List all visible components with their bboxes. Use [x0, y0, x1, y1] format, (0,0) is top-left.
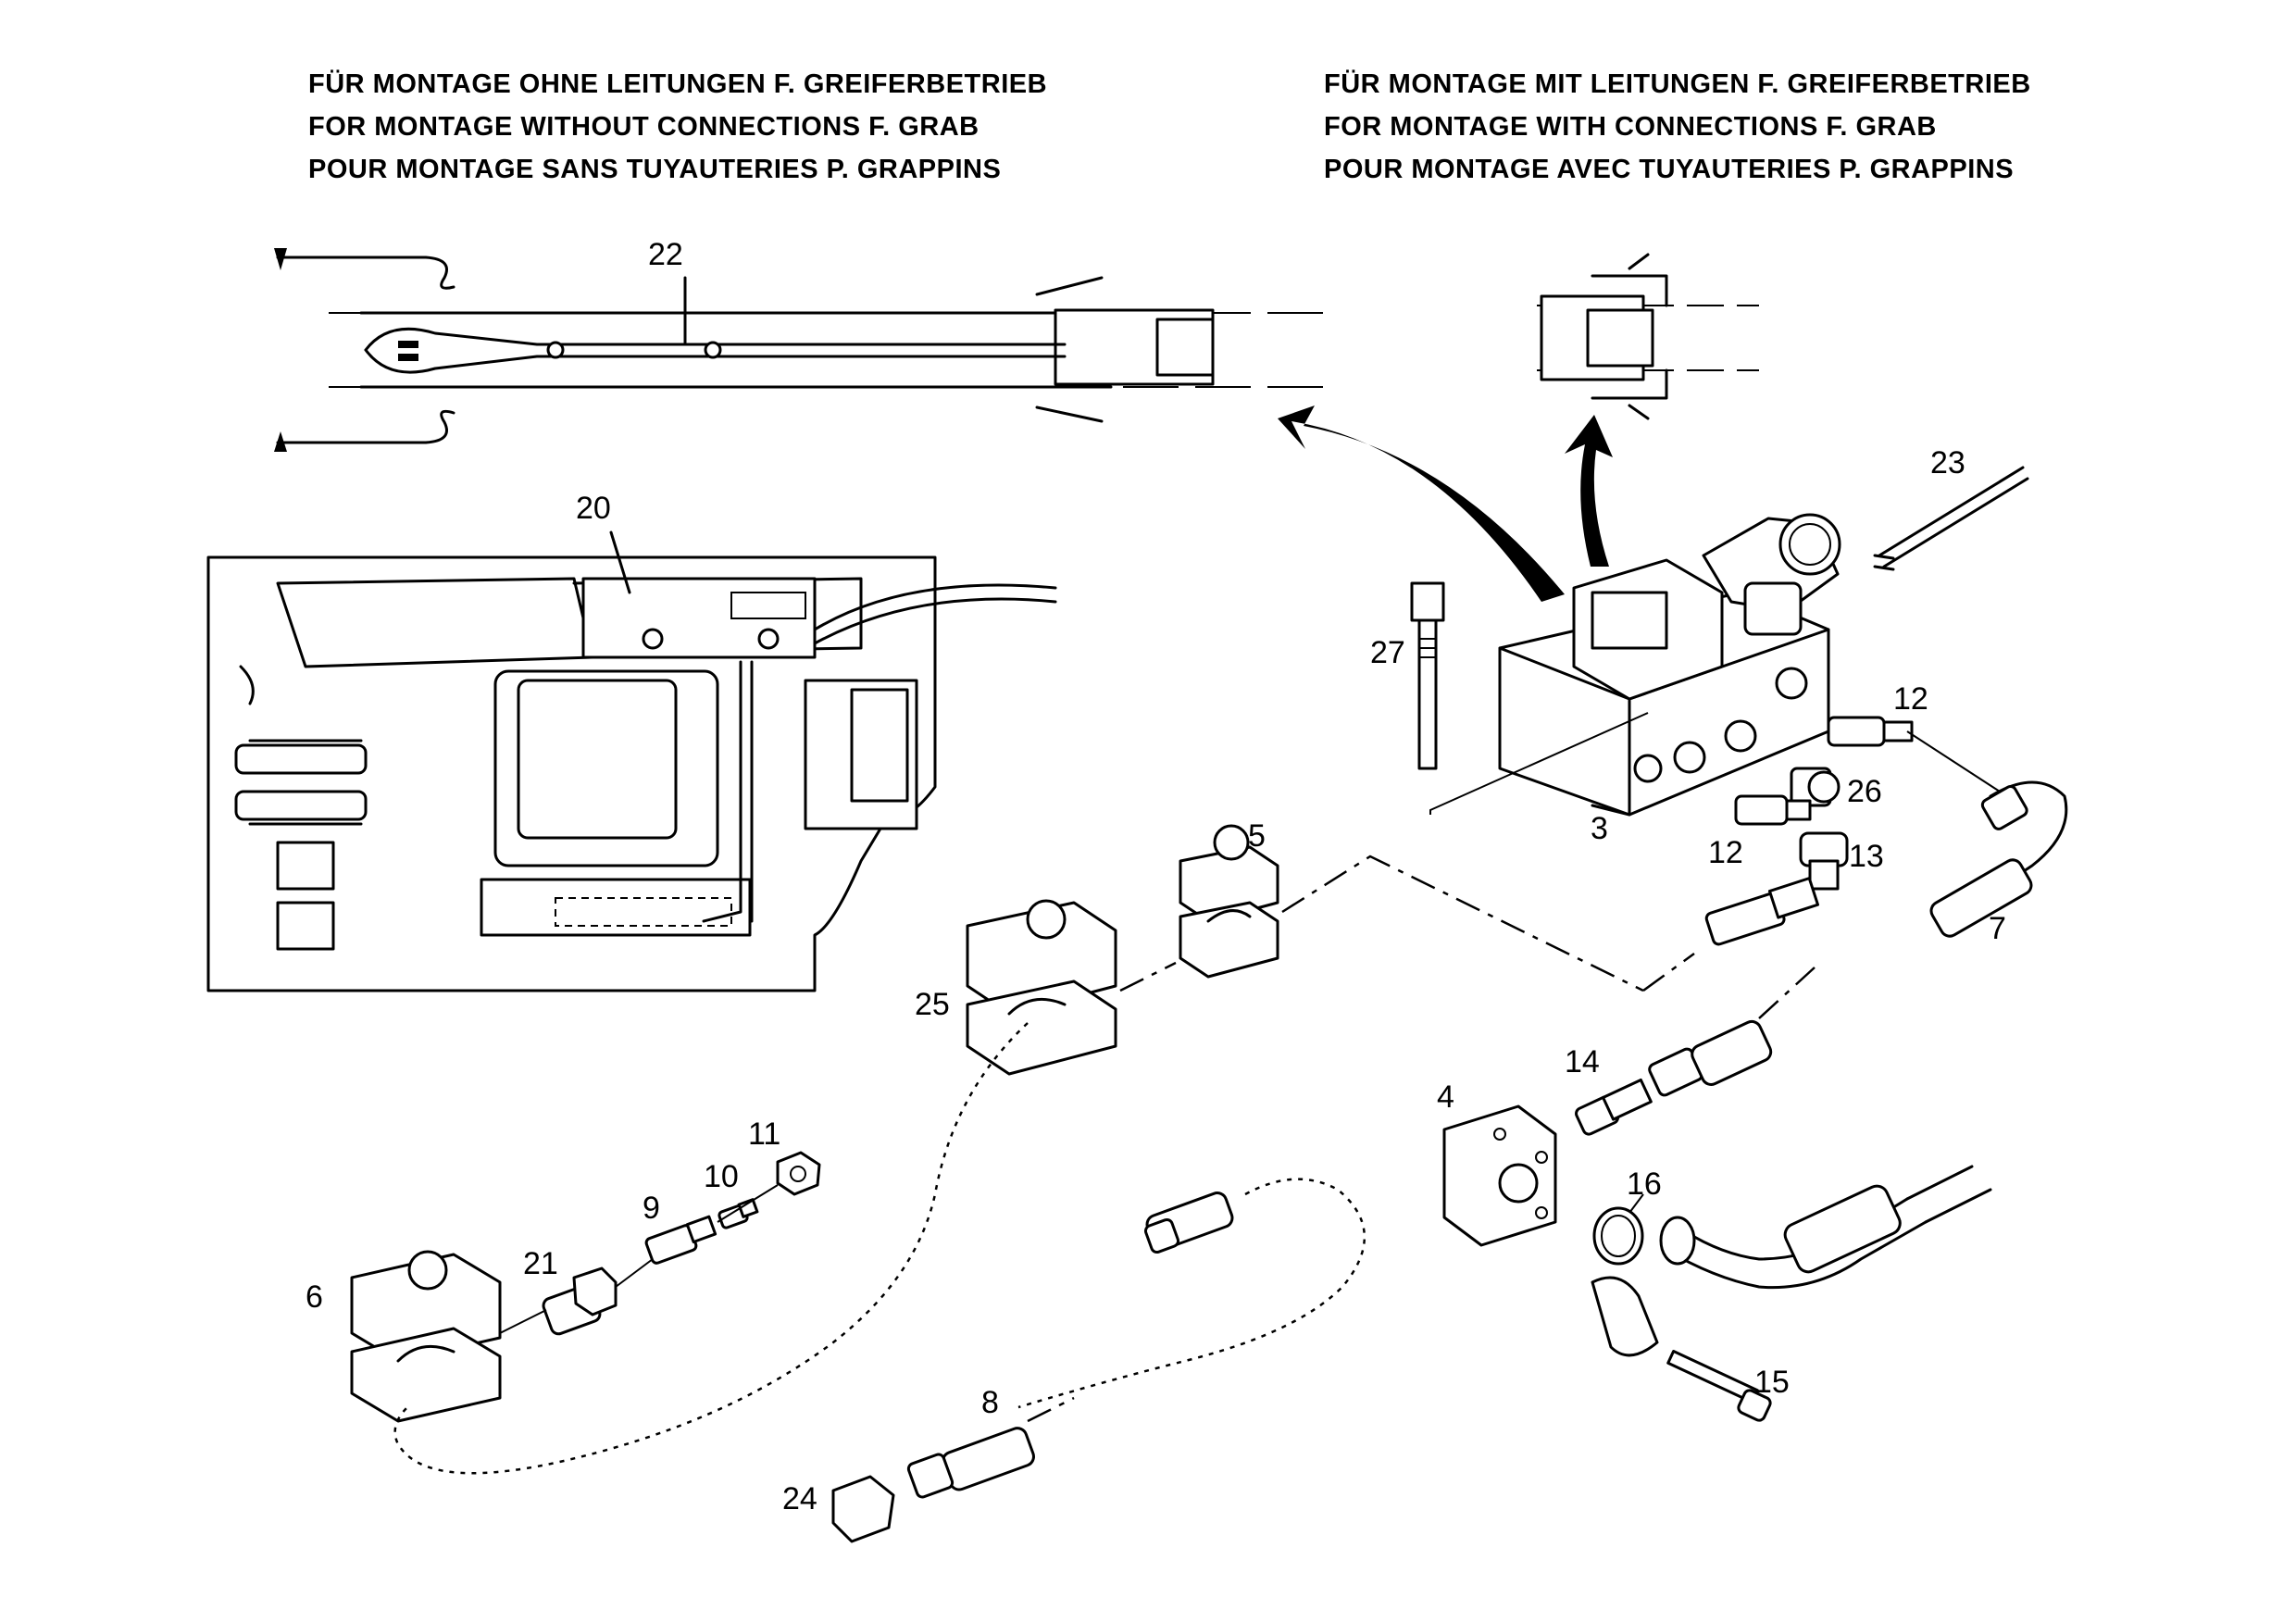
callout-25: 25	[915, 987, 950, 1022]
svg-text:12: 12	[1708, 835, 1743, 870]
elbow-24	[831, 1453, 955, 1543]
callout-21: 21	[523, 1246, 558, 1281]
svg-text:26: 26	[1847, 774, 1882, 809]
svg-text:16: 16	[1627, 1167, 1662, 1202]
callout-13: 13	[1849, 839, 1884, 874]
callout-12-upper: 12	[1893, 681, 1928, 717]
callout-11: 11	[748, 1117, 780, 1152]
svg-text:20: 20	[576, 491, 611, 526]
elbow-13	[1799, 831, 1849, 891]
hose-7-leader	[1906, 730, 2001, 792]
svg-text:11: 11	[748, 1117, 780, 1152]
valve-block-3	[1498, 513, 1841, 817]
callout-20: 20	[576, 491, 631, 594]
pipe-elbow	[1659, 1165, 1992, 1290]
header-line-fr: POUR MONTAGE AVEC TUYAUTERIES P. GRAPPIN…	[1324, 155, 2015, 184]
hose-upper-fitting	[1648, 967, 1816, 1097]
bolt-27-leader	[1429, 712, 1649, 815]
guide-line-6-21	[499, 1309, 547, 1334]
svg-text:6: 6	[306, 1279, 323, 1315]
boom-without-connections	[274, 248, 1324, 452]
callout-4: 4	[1437, 1079, 1454, 1115]
callout-26: 26	[1847, 774, 1882, 809]
nut-11	[776, 1151, 821, 1196]
flange-4	[1442, 1104, 1557, 1247]
arrow-to-boom-head	[1565, 415, 1613, 567]
plug-26	[1790, 767, 1841, 807]
hose-route-dotted	[393, 1022, 1029, 1475]
svg-text:23: 23	[1930, 445, 1965, 480]
hose-fitting	[1704, 877, 1820, 946]
clamp-5	[1179, 824, 1279, 979]
callout-8: 8	[981, 1385, 999, 1420]
svg-text:24: 24	[782, 1481, 817, 1516]
clamp-6	[350, 1250, 502, 1423]
svg-text:13: 13	[1849, 839, 1884, 874]
o-ring-16	[1592, 1193, 1644, 1266]
callout-6: 6	[306, 1279, 323, 1315]
hose-8	[941, 1396, 1075, 1491]
svg-text:9: 9	[643, 1191, 660, 1226]
clamp-25	[966, 899, 1117, 1076]
header-line-en: FOR MONTAGE WITH CONNECTIONS F. GRAB	[1324, 112, 1937, 142]
callout-16: 16	[1627, 1167, 1662, 1202]
svg-text:3: 3	[1591, 811, 1608, 846]
guide-line-clamp25-to-clamp5	[1119, 961, 1177, 992]
fitting-14	[1575, 1078, 1653, 1136]
callout-5: 5	[1248, 818, 1266, 854]
callout-10: 10	[704, 1159, 739, 1194]
arrow-to-boom	[1278, 406, 1565, 602]
callout-9: 9	[643, 1191, 660, 1226]
svg-text:25: 25	[915, 987, 950, 1022]
callout-22: 22	[648, 237, 687, 344]
callout-3: 3	[1591, 804, 1631, 846]
svg-text:7: 7	[1989, 911, 2006, 946]
header-line-de: FÜR MONTAGE OHNE LEITUNGEN F. GREIFERBET…	[308, 69, 1048, 99]
guide-line-clamp-to-block	[1281, 855, 1644, 992]
header-line-en: FOR MONTAGE WITHOUT CONNECTIONS F. GRAB	[308, 112, 980, 142]
callout-23: 23	[1930, 445, 1965, 480]
svg-text:8: 8	[981, 1385, 999, 1420]
guide-line-21-9	[615, 1258, 654, 1288]
boom-head-with-connections	[1537, 253, 1759, 420]
header-with-connections: FÜR MONTAGE MIT LEITUNGEN F. GREIFERBETR…	[1324, 63, 2031, 191]
svg-text:22: 22	[648, 237, 683, 272]
sleeve-10	[718, 1198, 759, 1229]
fitting-9	[644, 1215, 718, 1265]
cable-23	[1873, 466, 2029, 571]
svg-text:14: 14	[1565, 1044, 1600, 1079]
half-flange-clamp	[1591, 1276, 1659, 1357]
callout-7: 7	[1989, 911, 2006, 946]
fitting-21	[542, 1266, 618, 1336]
fitting-12-lower	[1734, 794, 1812, 826]
svg-text:15: 15	[1754, 1365, 1790, 1400]
cab-top-view	[206, 555, 1057, 992]
svg-text:10: 10	[704, 1159, 739, 1194]
header-line-fr: POUR MONTAGE SANS TUYAUTERIES P. GRAPPIN…	[308, 155, 1002, 184]
callout-27: 27	[1370, 635, 1405, 670]
svg-text:4: 4	[1437, 1079, 1454, 1115]
svg-text:21: 21	[523, 1246, 558, 1281]
callout-24: 24	[782, 1481, 817, 1516]
header-without-connections: FÜR MONTAGE OHNE LEITUNGEN F. GREIFERBET…	[308, 63, 1047, 191]
callout-14: 14	[1565, 1044, 1600, 1079]
callout-12-lower: 12	[1708, 835, 1743, 870]
hose-7	[1929, 780, 2068, 938]
callout-15: 15	[1754, 1365, 1790, 1400]
svg-text:12: 12	[1893, 681, 1928, 717]
bolt-15	[1666, 1350, 1772, 1422]
fitting-12-upper	[1827, 716, 1914, 747]
svg-text:27: 27	[1370, 635, 1405, 670]
svg-text:5: 5	[1248, 818, 1266, 854]
guide-line-to-fitting	[1642, 952, 1695, 992]
hose-end-middle	[1143, 1192, 1234, 1254]
header-line-de: FÜR MONTAGE MIT LEITUNGEN F. GREIFERBETR…	[1324, 69, 2031, 99]
hose-route-dotted-2	[1017, 1178, 1366, 1409]
bolt-27	[1410, 581, 1445, 770]
guide-line-9-11	[717, 1184, 779, 1223]
